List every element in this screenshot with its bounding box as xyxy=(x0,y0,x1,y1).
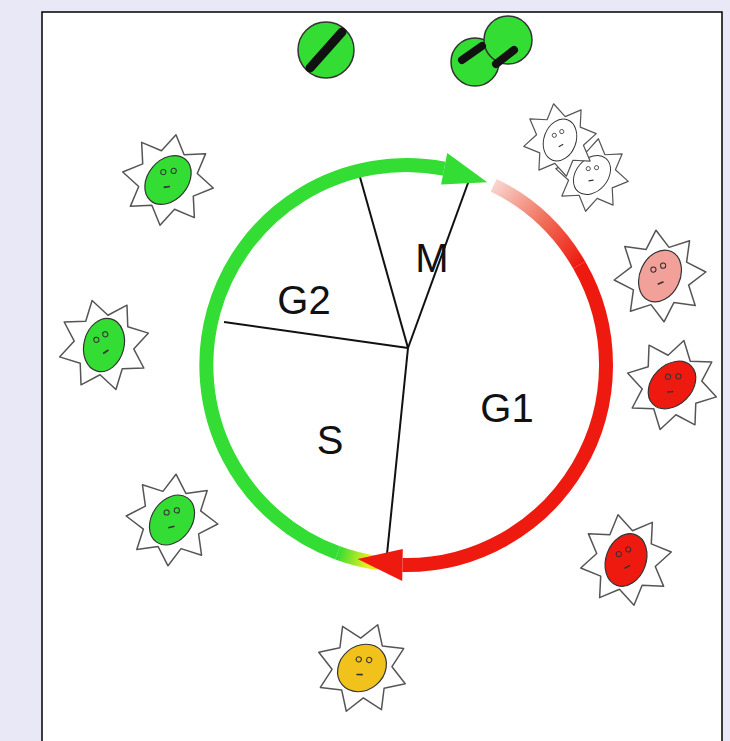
mitotic-cell xyxy=(298,22,354,78)
cycle-ring xyxy=(206,153,606,581)
panel-frame xyxy=(42,12,722,741)
g1-cell xyxy=(573,507,680,614)
g1-cell xyxy=(616,329,729,442)
s-cell xyxy=(122,470,222,570)
daughter-cell xyxy=(517,97,602,182)
dividing-cell xyxy=(451,16,532,86)
phase-label: M xyxy=(415,238,448,278)
phase-label: G2 xyxy=(277,280,330,320)
g2-cell xyxy=(115,127,222,234)
s-cell xyxy=(48,289,161,402)
phase-label: S xyxy=(317,420,344,460)
phase-label: G1 xyxy=(480,388,533,428)
early-g1-cell xyxy=(610,226,710,326)
g1-s-cell xyxy=(303,609,421,727)
